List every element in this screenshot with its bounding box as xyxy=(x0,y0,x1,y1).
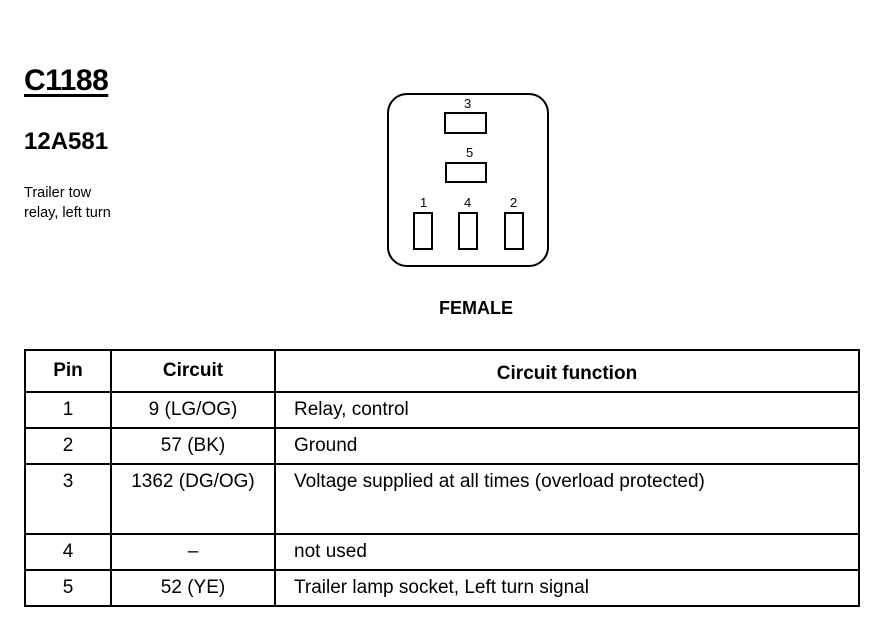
pin-label-4: 4 xyxy=(464,195,472,210)
pin-slot-3 xyxy=(444,112,487,134)
connector-face-diagram: 3 5 1 4 2 xyxy=(387,93,549,267)
cell-pin: 1 xyxy=(24,391,112,429)
cell-function: Trailer lamp socket, Left turn signal xyxy=(274,569,860,607)
table-row: 2 57 (BK) Ground xyxy=(24,427,860,465)
cell-pin: 2 xyxy=(24,427,112,465)
header-circuit: Circuit xyxy=(110,349,276,393)
connector-description: Trailer tow relay, left turn xyxy=(24,183,154,223)
connector-id: C1188 xyxy=(24,64,109,97)
header-pin: Pin xyxy=(24,349,112,393)
cell-pin: 3 xyxy=(24,463,112,535)
table-header-row: Pin Circuit Circuit function xyxy=(24,349,860,393)
cell-pin: 4 xyxy=(24,533,112,571)
pin-label-3: 3 xyxy=(464,96,472,111)
cell-circuit: 52 (YE) xyxy=(110,569,276,607)
cell-function: not used xyxy=(274,533,860,571)
table-row: 5 52 (YE) Trailer lamp socket, Left turn… xyxy=(24,569,860,607)
connector-gender-label: FEMALE xyxy=(439,298,513,318)
table-row: 4 – not used xyxy=(24,533,860,571)
cell-function: Ground xyxy=(274,427,860,465)
cell-circuit: 1362 (DG/OG) xyxy=(110,463,276,535)
cell-circuit: 9 (LG/OG) xyxy=(110,391,276,429)
pin-slot-1 xyxy=(413,212,433,250)
table-row: 3 1362 (DG/OG) Voltage supplied at all t… xyxy=(24,463,860,535)
description-line-2: relay, left turn xyxy=(24,205,111,221)
pin-slot-4 xyxy=(458,212,478,250)
cell-function: Relay, control xyxy=(274,391,860,429)
description-line-1: Trailer tow xyxy=(24,185,92,201)
pinout-table: Pin Circuit Circuit function 1 9 (LG/OG)… xyxy=(24,349,860,607)
pin-slot-5 xyxy=(445,162,487,183)
cell-pin: 5 xyxy=(24,569,112,607)
cell-circuit: – xyxy=(110,533,276,571)
table-row: 1 9 (LG/OG) Relay, control xyxy=(24,391,860,429)
cell-function: Voltage supplied at all times (overload … xyxy=(274,463,860,535)
pin-label-5: 5 xyxy=(466,145,474,160)
part-number: 12A581 xyxy=(24,128,109,155)
cell-circuit: 57 (BK) xyxy=(110,427,276,465)
pin-label-1: 1 xyxy=(420,195,428,210)
pin-label-2: 2 xyxy=(510,195,518,210)
pin-slot-2 xyxy=(504,212,524,250)
header-circuit-function: Circuit function xyxy=(274,349,860,393)
